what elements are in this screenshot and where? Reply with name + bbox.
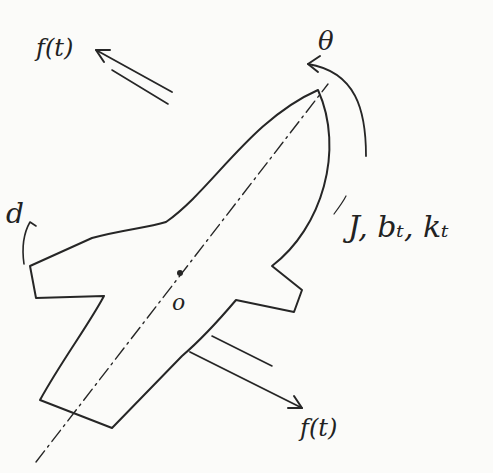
leader-line: [334, 196, 346, 214]
dimension-label: d: [6, 200, 24, 228]
force-arrow: [96, 50, 172, 92]
force-label: f(t): [300, 416, 337, 440]
angle-label: θ: [318, 28, 334, 54]
axis-line: [36, 84, 328, 462]
dimension-bracket: [23, 222, 36, 264]
rotation-arrow: [308, 64, 366, 156]
arrow-head: [96, 50, 110, 62]
arrow-head: [308, 56, 320, 72]
arrow-head: [288, 396, 302, 408]
fuselage-outline: [30, 90, 329, 428]
force-arrow: [190, 352, 302, 408]
parameter-label: J, bₜ, kₜ: [348, 212, 449, 242]
force-line: [212, 336, 272, 366]
pivot-dot: [177, 270, 183, 276]
force-label: f(t): [36, 36, 73, 60]
point-label: o: [172, 292, 185, 314]
